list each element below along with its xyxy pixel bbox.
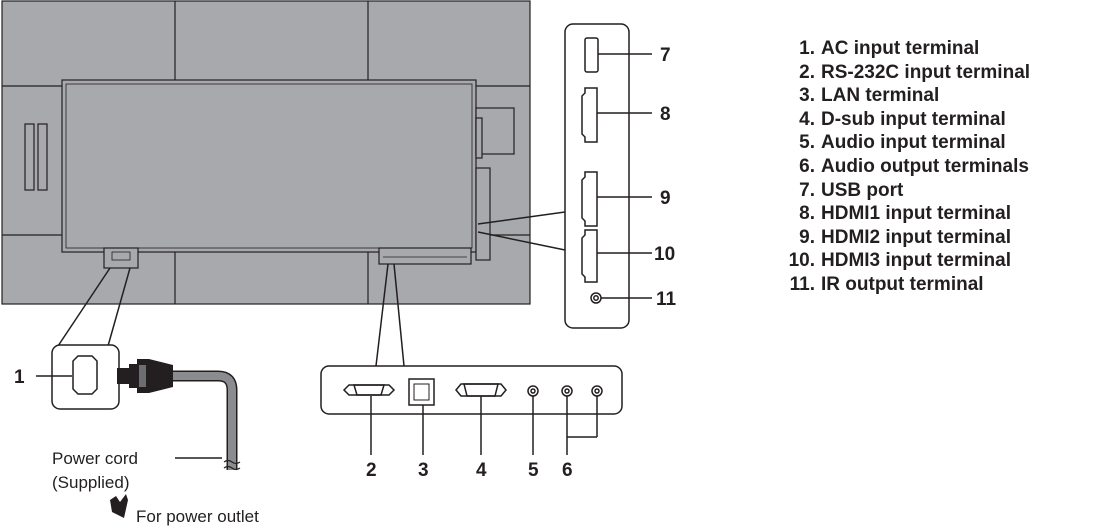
- bottom-terminal-box: [320, 263, 623, 455]
- legend-item: 8. HDMI1 input terminal: [772, 202, 1030, 226]
- ac-inlet-callout: [36, 267, 131, 410]
- power-cord: [110, 359, 241, 518]
- legend-text: HDMI2 input terminal: [821, 226, 1012, 248]
- legend-item: 4. D-sub input terminal: [772, 108, 1030, 132]
- hdmi3-port-icon: [581, 229, 598, 283]
- power-cord-label: Power cord: [52, 449, 138, 468]
- legend-text: HDMI3 input terminal: [821, 250, 1012, 272]
- usb-port-icon: [584, 37, 599, 73]
- side-terminal-box: [477, 23, 652, 329]
- legend-item: 11. IR output terminal: [772, 273, 1030, 297]
- legend-number: 9.: [799, 226, 815, 248]
- callout-number-6: 6: [562, 460, 573, 481]
- legend-item: 5. Audio input terminal: [772, 131, 1030, 155]
- callout-number-3: 3: [418, 460, 429, 481]
- down-arrow-icon: [110, 494, 128, 518]
- legend-item: 6. Audio output terminals: [772, 155, 1030, 179]
- display-rear-panel: [1, 0, 531, 305]
- legend-text: D-sub input terminal: [821, 108, 1006, 130]
- legend-item: 2. RS-232C input terminal: [772, 61, 1030, 85]
- legend-number: 1.: [799, 38, 815, 59]
- lan-port-icon: [408, 378, 435, 406]
- legend-text: USB port: [821, 179, 904, 201]
- callout-number-7: 7: [660, 45, 671, 66]
- rs232c-port-icon: [342, 384, 396, 396]
- legend-text: HDMI1 input terminal: [821, 203, 1012, 225]
- callout-number-9: 9: [660, 188, 671, 209]
- legend-text: RS-232C input terminal: [821, 61, 1031, 83]
- legend-number: 4.: [799, 108, 815, 130]
- legend-text: AC input terminal: [821, 38, 980, 59]
- callout-number-10: 10: [654, 244, 675, 265]
- terminal-legend: 1. AC input terminal 2. RS-232C input term…: [772, 37, 1030, 297]
- legend-number: 5.: [799, 132, 815, 154]
- legend-item: 3. LAN terminal: [772, 84, 1030, 108]
- legend-text: IR output terminal: [821, 273, 984, 295]
- power-cord-supplied-label: (Supplied): [52, 473, 130, 492]
- legend-number: 2.: [799, 61, 815, 83]
- callout-number-8: 8: [660, 104, 671, 125]
- legend-number: 11.: [789, 273, 815, 295]
- legend-text: Audio input terminal: [821, 132, 1006, 154]
- callout-number-1: 1: [14, 367, 25, 388]
- dsub-port-icon: [455, 383, 507, 397]
- legend-item: 1. AC input terminal: [772, 37, 1030, 61]
- legend-number: 6.: [799, 155, 815, 177]
- hdmi1-port-icon: [581, 87, 598, 143]
- callout-number-5: 5: [528, 460, 539, 481]
- legend-number: 7.: [799, 179, 815, 201]
- legend-item: 9. HDMI2 input terminal: [772, 226, 1030, 250]
- hdmi2-port-icon: [581, 171, 598, 227]
- legend-number: 8.: [799, 203, 815, 225]
- legend-item: 7. USB port: [772, 179, 1030, 203]
- callout-number-4: 4: [476, 460, 487, 481]
- legend-number: 3.: [799, 85, 815, 107]
- legend-item: 10. HDMI3 input terminal: [772, 249, 1030, 273]
- legend-number: 10.: [788, 250, 815, 272]
- legend-text: LAN terminal: [821, 85, 940, 107]
- power-outlet-label: For power outlet: [136, 507, 259, 526]
- rear-view-diagram: 1 2 3 4 5 6 7 8 9 10 11 Power cord (Supp…: [1, 0, 677, 526]
- legend-text: Audio output terminals: [821, 155, 1029, 177]
- callout-number-2: 2: [366, 460, 377, 481]
- ac-inlet-icon: [72, 355, 98, 395]
- callout-number-11: 11: [656, 289, 677, 310]
